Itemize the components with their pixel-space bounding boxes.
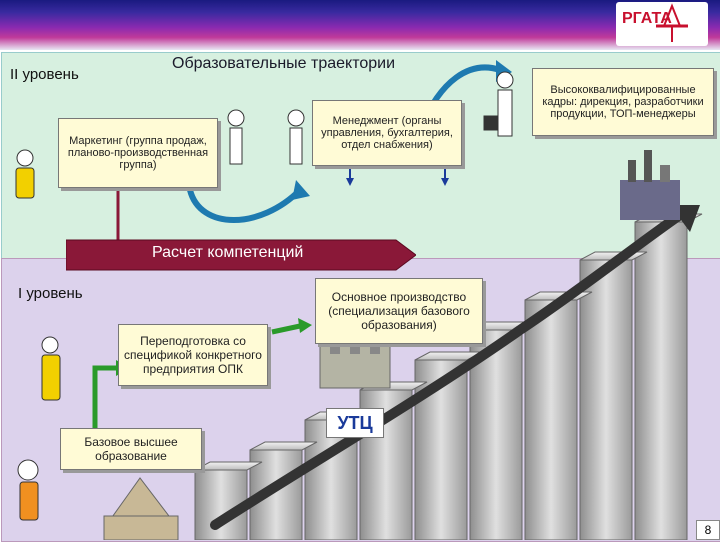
growth-arrow — [210, 210, 685, 530]
handshake-figures — [227, 109, 305, 165]
level-1-label: I уровень — [18, 285, 83, 302]
diagram-title: Образовательные траектории — [172, 55, 396, 72]
level-2-label: II уровень — [10, 66, 79, 83]
rgata-logo: РГАТА — [616, 2, 708, 46]
factory-icon — [620, 150, 680, 220]
basic-higher-education-box: Базовое высшее образование — [60, 428, 202, 470]
graduate-figure — [17, 459, 39, 521]
green-arrow-2 — [271, 323, 301, 335]
worker-figure-2 — [41, 336, 61, 401]
header-band: РГАТА — [0, 0, 720, 50]
curve-arrow-1 — [187, 187, 303, 223]
competence-arrow — [66, 239, 416, 271]
highly-qualified-box: Высококвалифицированные кадры: дирекция,… — [532, 68, 714, 136]
core-production-box: Основное производство (специализация баз… — [315, 278, 483, 344]
management-box: Менеджмент (органы управления, бухгалтер… — [312, 100, 462, 166]
utc-label: УТЦ — [326, 408, 384, 438]
manager-figure — [483, 71, 514, 137]
marketing-box: Маркетинг (группа продаж, планово-произв… — [58, 118, 218, 188]
retraining-box: Переподготовка со спецификой конкретного… — [118, 324, 268, 386]
page-number: 8 — [696, 520, 720, 540]
green-arrow-1 — [92, 365, 118, 430]
worker-figure-1 — [15, 149, 35, 199]
competence-arrow-label: Расчет компетенций — [152, 244, 304, 261]
logo-text: РГАТА — [622, 10, 672, 27]
university-building-icon — [103, 477, 179, 540]
